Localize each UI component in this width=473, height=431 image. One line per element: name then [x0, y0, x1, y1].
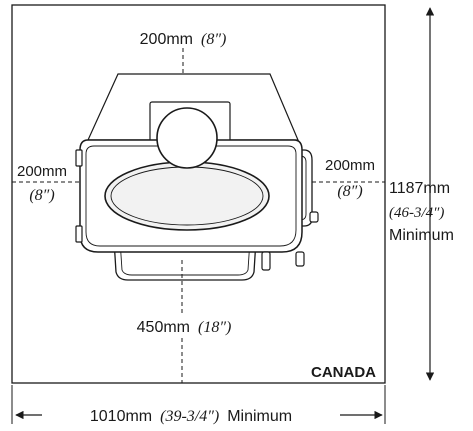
stove-body-inner: [85, 145, 297, 247]
front-knob: [261, 251, 271, 271]
right-knob-lower: [295, 251, 305, 267]
right-knob-upper: [309, 211, 319, 223]
right-clearance-mm: 200mm: [325, 157, 375, 174]
region-label: CANADA: [311, 364, 376, 381]
top-clearance-label: 200mm (8″): [140, 31, 227, 48]
side-handle: [294, 149, 313, 227]
clearance-area-outline: [11, 4, 386, 384]
left-clearance-mm: 200mm: [17, 163, 67, 180]
front-rail-inner: [119, 239, 251, 276]
firebox-window: [104, 161, 270, 231]
height-label-suffix: Minimum: [389, 227, 454, 244]
left-edge-lug-top: [75, 149, 83, 167]
height-label-mm: 1187mm: [389, 180, 450, 197]
right-clearance-inch: (8″): [337, 183, 362, 200]
width-label: 1010mm (39-3/4″) Minimum: [90, 408, 292, 425]
left-edge-lug-bottom: [75, 225, 83, 243]
front-clearance-label: 450mm (18″): [137, 319, 232, 336]
front-rail: [113, 239, 257, 281]
left-clearance-inch: (8″): [29, 187, 54, 204]
stove-top-view: [75, 73, 319, 281]
flue-pipe: [156, 107, 218, 169]
height-label-inch: (46-3/4″): [389, 205, 444, 221]
